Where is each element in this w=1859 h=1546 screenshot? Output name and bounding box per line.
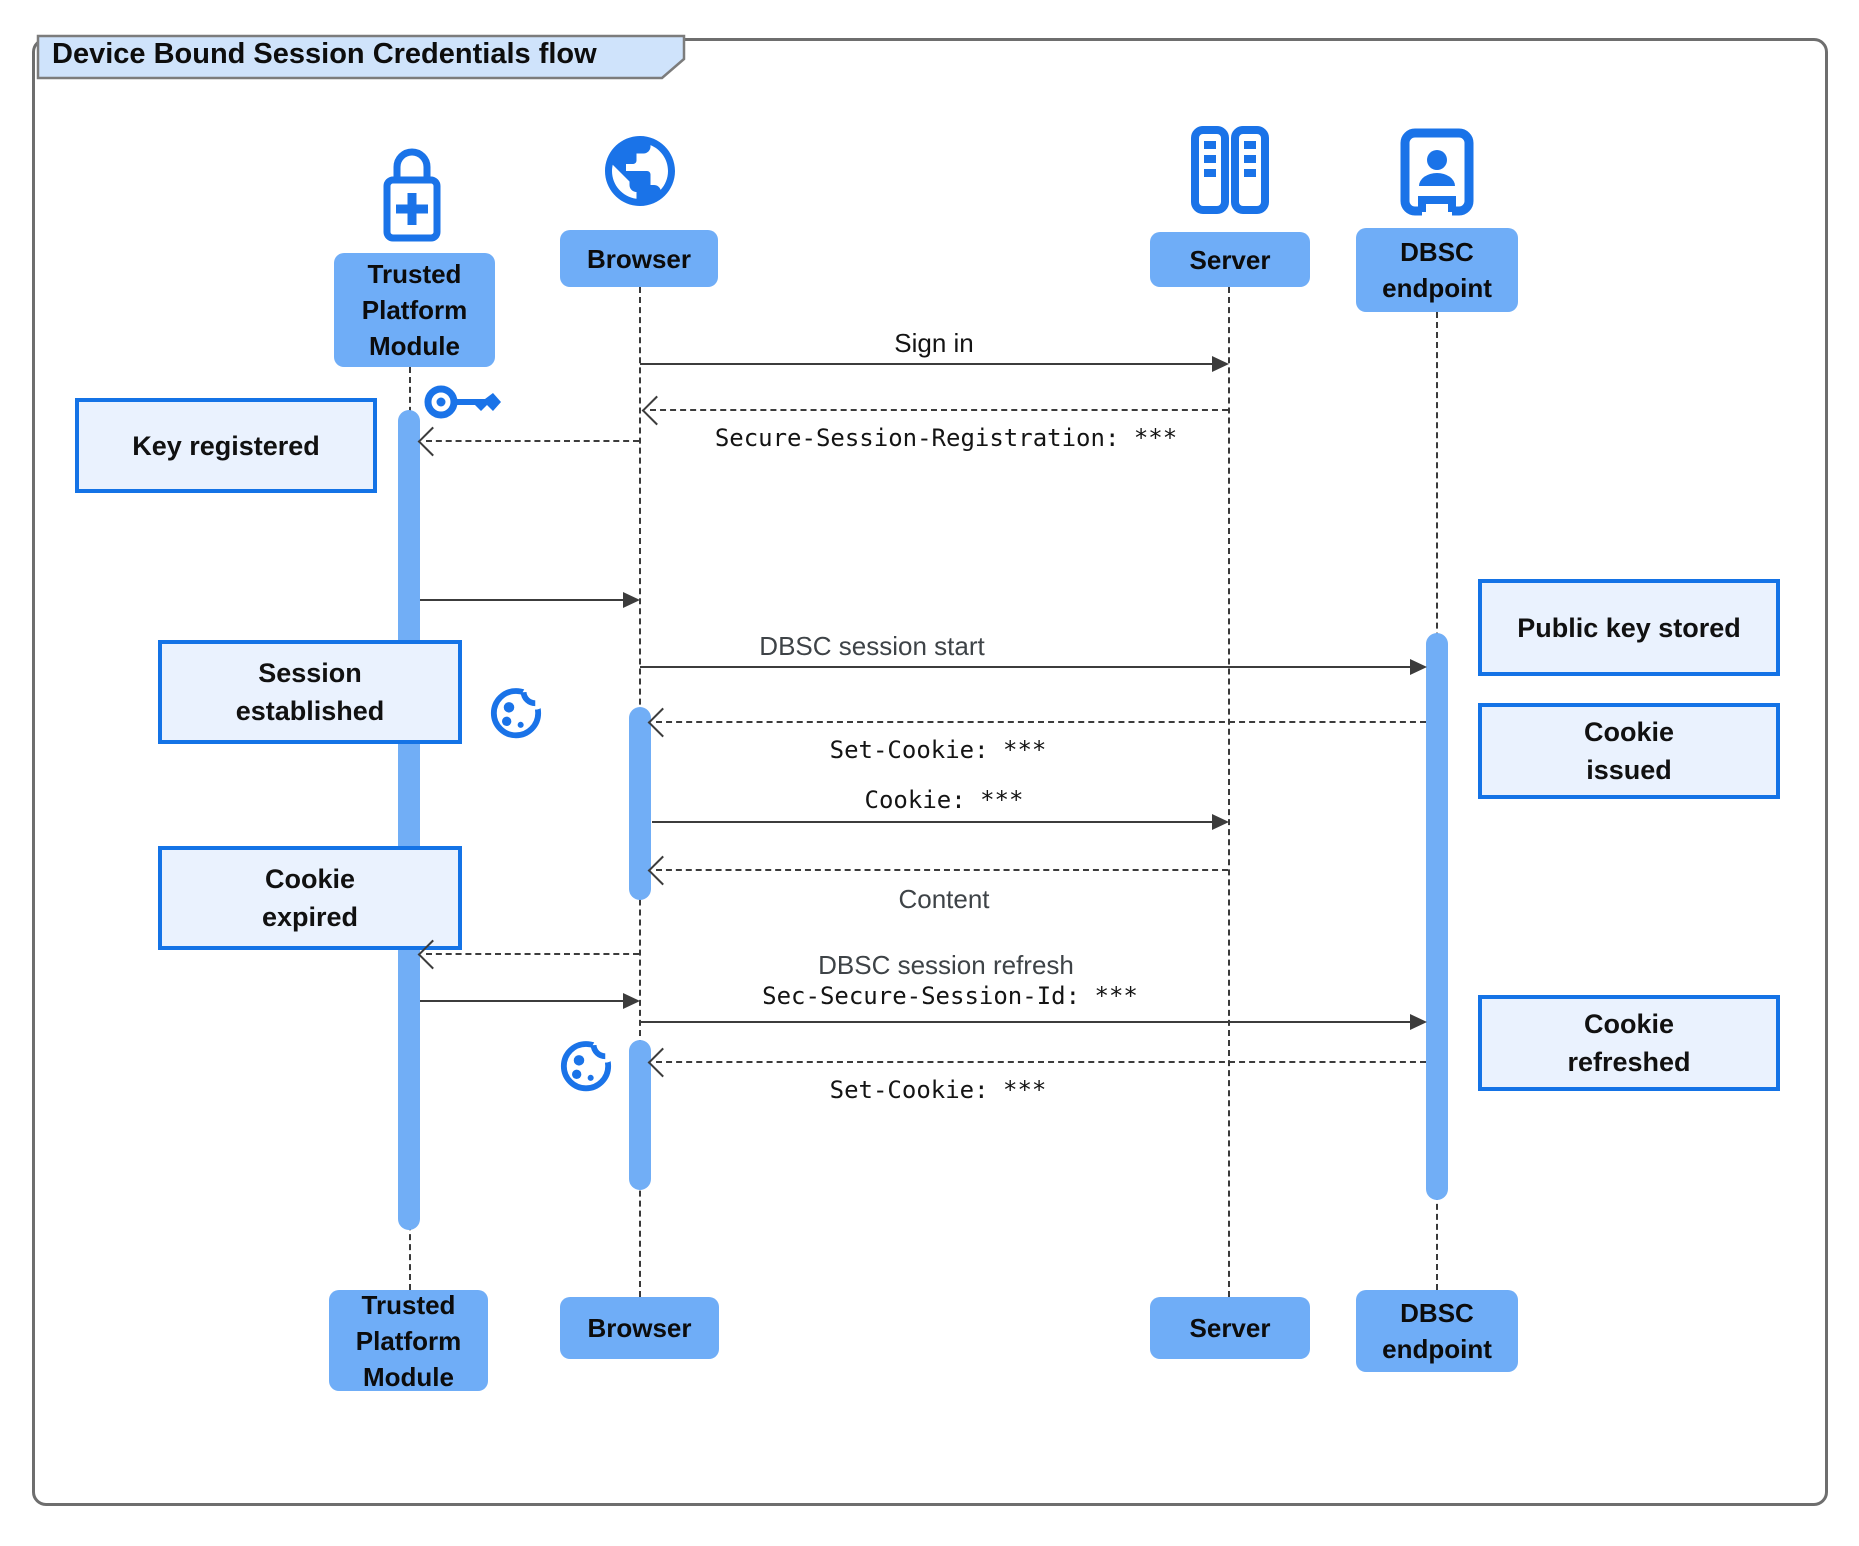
message-dbsc-session-refresh-label: DBSC session refresh [818, 950, 1074, 980]
activation-bar-tpm [398, 410, 420, 1230]
arrow-tpm-to-browser-1 [420, 599, 624, 601]
note-cookie-refreshed: Cookie refreshed [1478, 995, 1780, 1091]
arrow-browser-to-tpm-1 [426, 440, 639, 442]
arrow-sign-in [640, 363, 1212, 365]
arrow-browser-to-tpm-2 [426, 953, 639, 955]
globe-icon [598, 129, 682, 218]
arrow-dbsc-session-refresh [640, 1021, 1411, 1023]
message-sign-in-label: Sign in [894, 328, 974, 358]
note-key-registered: Key registered [75, 398, 377, 493]
actor-label-server-bottom: Server [1150, 1297, 1310, 1359]
activation-bar-browser-1 [629, 707, 651, 900]
arrowhead-dbsc-session-refresh [1410, 1014, 1427, 1030]
arrowhead-tpm-to-browser-1 [623, 592, 640, 608]
actor-label-dbsc-top: DBSC endpoint [1356, 228, 1518, 312]
arrow-set-cookie-1 [656, 721, 1426, 723]
message-sec-secure-session-id-label: Sec-Secure-Session-Id: *** [762, 982, 1138, 1010]
note-cookie-issued: Cookie issued [1478, 703, 1780, 799]
title-tab-shape [36, 34, 686, 80]
message-set-cookie-2-label: Set-Cookie: *** [829, 1076, 1047, 1104]
arrow-set-cookie-2 [656, 1061, 1426, 1063]
actor-label-dbsc-bottom: DBSC endpoint [1356, 1290, 1518, 1372]
message-set-cookie-1-label: Set-Cookie: *** [829, 736, 1047, 764]
arrowhead-sign-in [1212, 356, 1229, 372]
activation-bar-browser-2 [629, 1040, 651, 1190]
message-dbsc-session-start-label: DBSC session start [759, 631, 985, 661]
arrowhead-cookie [1212, 814, 1229, 830]
cookie-icon-2 [558, 1037, 618, 1098]
message-secure-session-registration-label: Secure-Session-Registration: *** [714, 424, 1178, 452]
message-cookie-label: Cookie: *** [864, 786, 1024, 814]
arrow-secure-session-registration [650, 409, 1228, 411]
actor-label-tpm-top: Trusted Platform Module [334, 253, 495, 367]
note-public-key-stored: Public key stored [1478, 579, 1780, 676]
actor-label-browser-top: Browser [560, 230, 718, 287]
arrow-tpm-to-browser-2 [420, 1000, 624, 1002]
title-tab [36, 34, 686, 80]
message-content-label: Content [898, 884, 990, 914]
actor-label-server-top: Server [1150, 232, 1310, 287]
cookie-icon-1 [488, 684, 548, 745]
arrowhead-tpm-to-browser-2 [623, 993, 640, 1009]
arrow-content [656, 869, 1228, 871]
activation-bar-dbsc [1426, 633, 1448, 1200]
note-session-established: Session established [158, 640, 462, 744]
key-icon [423, 378, 507, 431]
page-title: Device Bound Session Credentials flow [52, 38, 597, 70]
server-rack-icon [1189, 124, 1271, 221]
arrow-dbsc-session-start [640, 666, 1411, 668]
lifeline-server [1228, 287, 1230, 1297]
lock-plus-icon [377, 140, 447, 251]
person-portal-icon [1400, 128, 1474, 221]
actor-label-browser-bottom: Browser [560, 1297, 719, 1359]
note-cookie-expired: Cookie expired [158, 846, 462, 950]
arrowhead-dbsc-session-start [1410, 659, 1427, 675]
arrow-cookie [652, 821, 1212, 823]
actor-label-tpm-bottom: Trusted Platform Module [329, 1290, 488, 1392]
